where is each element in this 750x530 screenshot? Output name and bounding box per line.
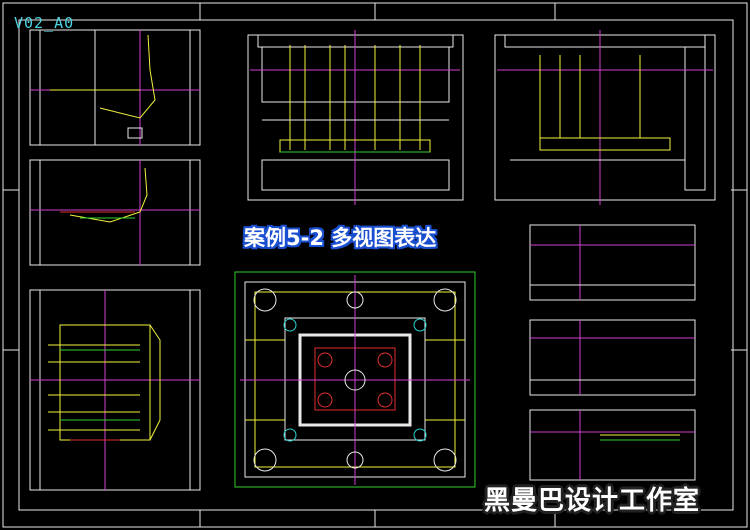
left-view-bottom <box>29 289 201 491</box>
top-side-view <box>494 30 716 205</box>
studio-watermark: 黑曼巴设计工作室 <box>484 486 701 516</box>
left-view-middle <box>29 159 201 266</box>
right-view-bottom <box>529 409 696 481</box>
sheet-inner-border <box>18 19 734 511</box>
sheet-border-ticks <box>3 3 747 527</box>
right-view-top <box>529 224 696 301</box>
plan-view <box>234 271 476 488</box>
sheet-label: V02_A0 <box>14 14 75 32</box>
top-front-view <box>247 30 464 205</box>
left-view-top <box>29 29 201 146</box>
case-title: 案例5-2 多视图表达 <box>244 226 437 250</box>
right-view-middle <box>529 319 696 396</box>
